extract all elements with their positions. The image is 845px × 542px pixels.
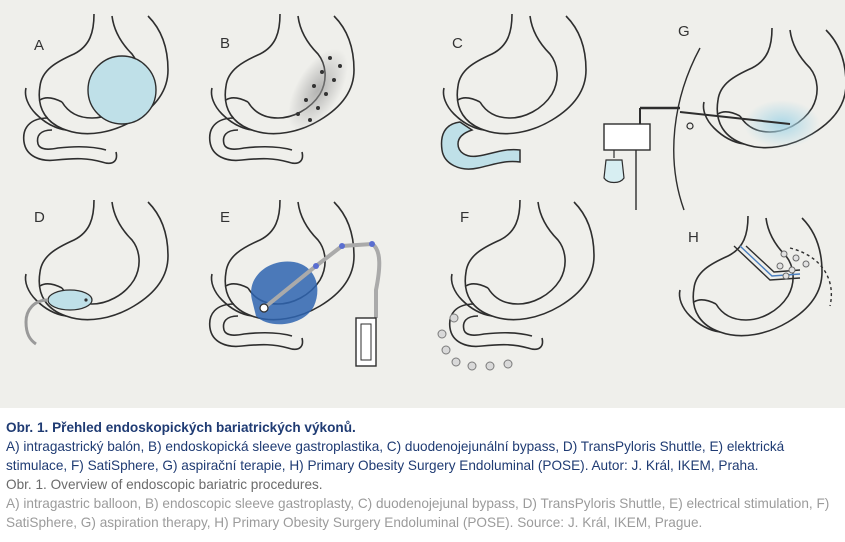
figure-illustration: A B C G: [0, 0, 845, 408]
balloon-shape: [87, 55, 157, 125]
suture-points: [296, 56, 342, 122]
panel-h-letter: H: [688, 229, 699, 246]
panel-c-letter: C: [452, 35, 463, 52]
panel-d: D: [24, 199, 169, 346]
panel-f: F: [437, 199, 595, 371]
aspiration-tube: [679, 111, 791, 125]
caption-en-title: Obr. 1. Overview of endoscopic bariatric…: [6, 477, 323, 492]
bypass-liner: [440, 121, 521, 170]
panel-b-letter: B: [220, 35, 230, 52]
panel-c: C: [440, 13, 587, 170]
stimulator-lead: [262, 241, 382, 318]
panel-g: G: [603, 23, 845, 211]
caption-cz-title: Obr. 1. Přehled endoskopických bariatric…: [6, 420, 356, 435]
satisphere-beads: [437, 313, 513, 371]
sleeve-shading: [288, 48, 348, 132]
caption-en-text: A) intragastric balloon, B) endoscopic s…: [6, 496, 830, 530]
panel-f-letter: F: [460, 209, 469, 226]
panel-e: E: [208, 199, 382, 367]
abdominal-wall: [673, 47, 701, 211]
panel-a-letter: A: [34, 37, 44, 54]
drain-bag: [603, 159, 625, 184]
panel-b: B: [208, 13, 355, 165]
shuttle-tether: [24, 298, 49, 346]
stimulator-unit: [355, 317, 377, 367]
panel-d-letter: D: [34, 209, 45, 226]
caption-cz-text: A) intragastrický balón, B) endoskopická…: [6, 439, 785, 473]
endoscope-line: [733, 245, 801, 281]
panel-g-letter: G: [678, 23, 690, 40]
panel-a: A: [22, 13, 169, 165]
aspiration-device: [603, 123, 651, 151]
pose-anchors: [776, 250, 810, 280]
panel-e-letter: E: [220, 209, 230, 226]
figure-caption: Obr. 1. Přehled endoskopických bariatric…: [6, 418, 842, 532]
panel-h: H: [678, 215, 832, 337]
